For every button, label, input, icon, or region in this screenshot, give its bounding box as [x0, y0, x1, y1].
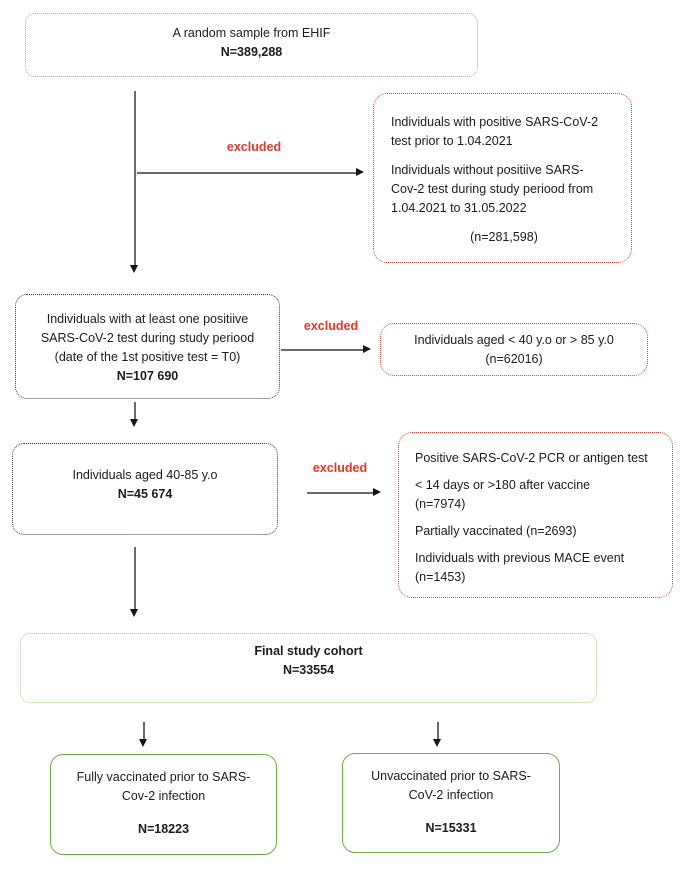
box-excluded-vax: Positive SARS-CoV-2 PCR or antigen test … — [398, 432, 673, 598]
excluded-age-l1: Individuals aged < 40 y.o or > 85 y.0 — [414, 333, 614, 347]
vaccinated-l1: Fully vaccinated prior to SARS- — [76, 770, 251, 784]
box-positive-test: Individuals with at least one positiive … — [15, 294, 280, 399]
aged-l1: Individuals aged 40-85 y.o — [72, 468, 218, 482]
arrow-excluded-prior-head — [356, 168, 364, 176]
excluded-prior-p1-l1: Individuals with positive SARS-CoV-2 — [391, 115, 599, 129]
excluded-age-n: (n=62016) — [485, 352, 543, 366]
positive-test-l2: SARS-CoV-2 test during study periood — [40, 331, 255, 345]
box-random-sample-title: A random sample from EHIF — [172, 26, 331, 40]
box-excluded-prior: Individuals with positive SARS-CoV-2 tes… — [373, 93, 632, 263]
excluded-prior-p2-l2: Cov-2 test during study periood from — [391, 182, 594, 196]
box-random-sample-n: N=389,288 — [220, 45, 283, 59]
excluded-vax-p4-l2: (n=1453) — [415, 570, 466, 584]
arrow-final-to-vaccinated-line — [143, 722, 145, 740]
arrow-excluded-vax-line — [307, 492, 374, 494]
excluded-prior-n: (n=281,598) — [470, 230, 538, 244]
box-aged: Individuals aged 40-85 y.o N=45 674 — [12, 443, 278, 535]
excluded-prior-p1-l2: test prior to 1.04.2021 — [391, 134, 513, 148]
arrow-final-to-unvaccinated-head — [433, 739, 441, 747]
arrow-aged-to-final-head — [130, 609, 138, 617]
arrow-excluded-age-head — [363, 345, 371, 353]
box-vaccinated: Fully vaccinated prior to SARS- Cov-2 in… — [50, 754, 277, 855]
positive-test-n: N=107 690 — [116, 369, 179, 383]
excluded-prior-p2-l1: Individuals without positiive SARS- — [391, 163, 584, 177]
unvaccinated-n: N=15331 — [425, 821, 477, 835]
box-random-sample: A random sample from EHIF N=389,288 — [25, 13, 478, 77]
excluded-vax-p2-l1: < 14 days or >180 after vaccine — [415, 478, 591, 492]
arrow-sample-to-positive-line — [134, 91, 136, 266]
arrow-positive-to-aged-head — [130, 419, 138, 427]
unvaccinated-l1: Unvaccinated prior to SARS- — [371, 769, 531, 783]
final-cohort-title: Final study cohort — [254, 644, 363, 658]
excluded-vax-p3: Partially vaccinated (n=2693) — [415, 524, 577, 538]
positive-test-l3: (date of the 1st positive test = T0) — [54, 350, 241, 364]
aged-n: N=45 674 — [117, 487, 173, 501]
excluded-label-3: excluded — [312, 461, 368, 475]
excluded-vax-p4-l1: Individuals with previous MACE event — [415, 551, 625, 565]
excluded-vax-p2-l2: (n=7974) — [415, 497, 466, 511]
excluded-prior-p2-l3: 1.04.2021 to 31.05.2022 — [391, 201, 527, 215]
vaccinated-l2: Cov-2 infection — [121, 789, 206, 803]
arrow-sample-to-positive-head — [130, 265, 138, 273]
vaccinated-n: N=18223 — [137, 822, 190, 836]
arrow-final-to-unvaccinated-line — [437, 722, 439, 740]
box-unvaccinated: Unvaccinated prior to SARS- CoV-2 infect… — [342, 753, 560, 853]
excluded-vax-p1: Positive SARS-CoV-2 PCR or antigen test — [415, 451, 648, 465]
arrow-aged-to-final-line — [134, 547, 136, 610]
arrow-excluded-prior-line — [137, 172, 357, 174]
arrow-excluded-vax-head — [373, 488, 381, 496]
arrow-excluded-age-line — [281, 349, 364, 351]
excluded-label-2: excluded — [303, 319, 359, 333]
box-excluded-age: Individuals aged < 40 y.o or > 85 y.0 (n… — [380, 323, 648, 376]
unvaccinated-l2: CoV-2 infection — [408, 788, 494, 802]
final-cohort-n: N=33554 — [282, 663, 335, 677]
box-final-cohort: Final study cohort N=33554 — [20, 633, 597, 703]
arrow-final-to-vaccinated-head — [139, 739, 147, 747]
arrow-positive-to-aged-line — [134, 402, 136, 420]
positive-test-l1: Individuals with at least one positiive — [46, 312, 249, 326]
excluded-label-1: excluded — [226, 140, 282, 154]
